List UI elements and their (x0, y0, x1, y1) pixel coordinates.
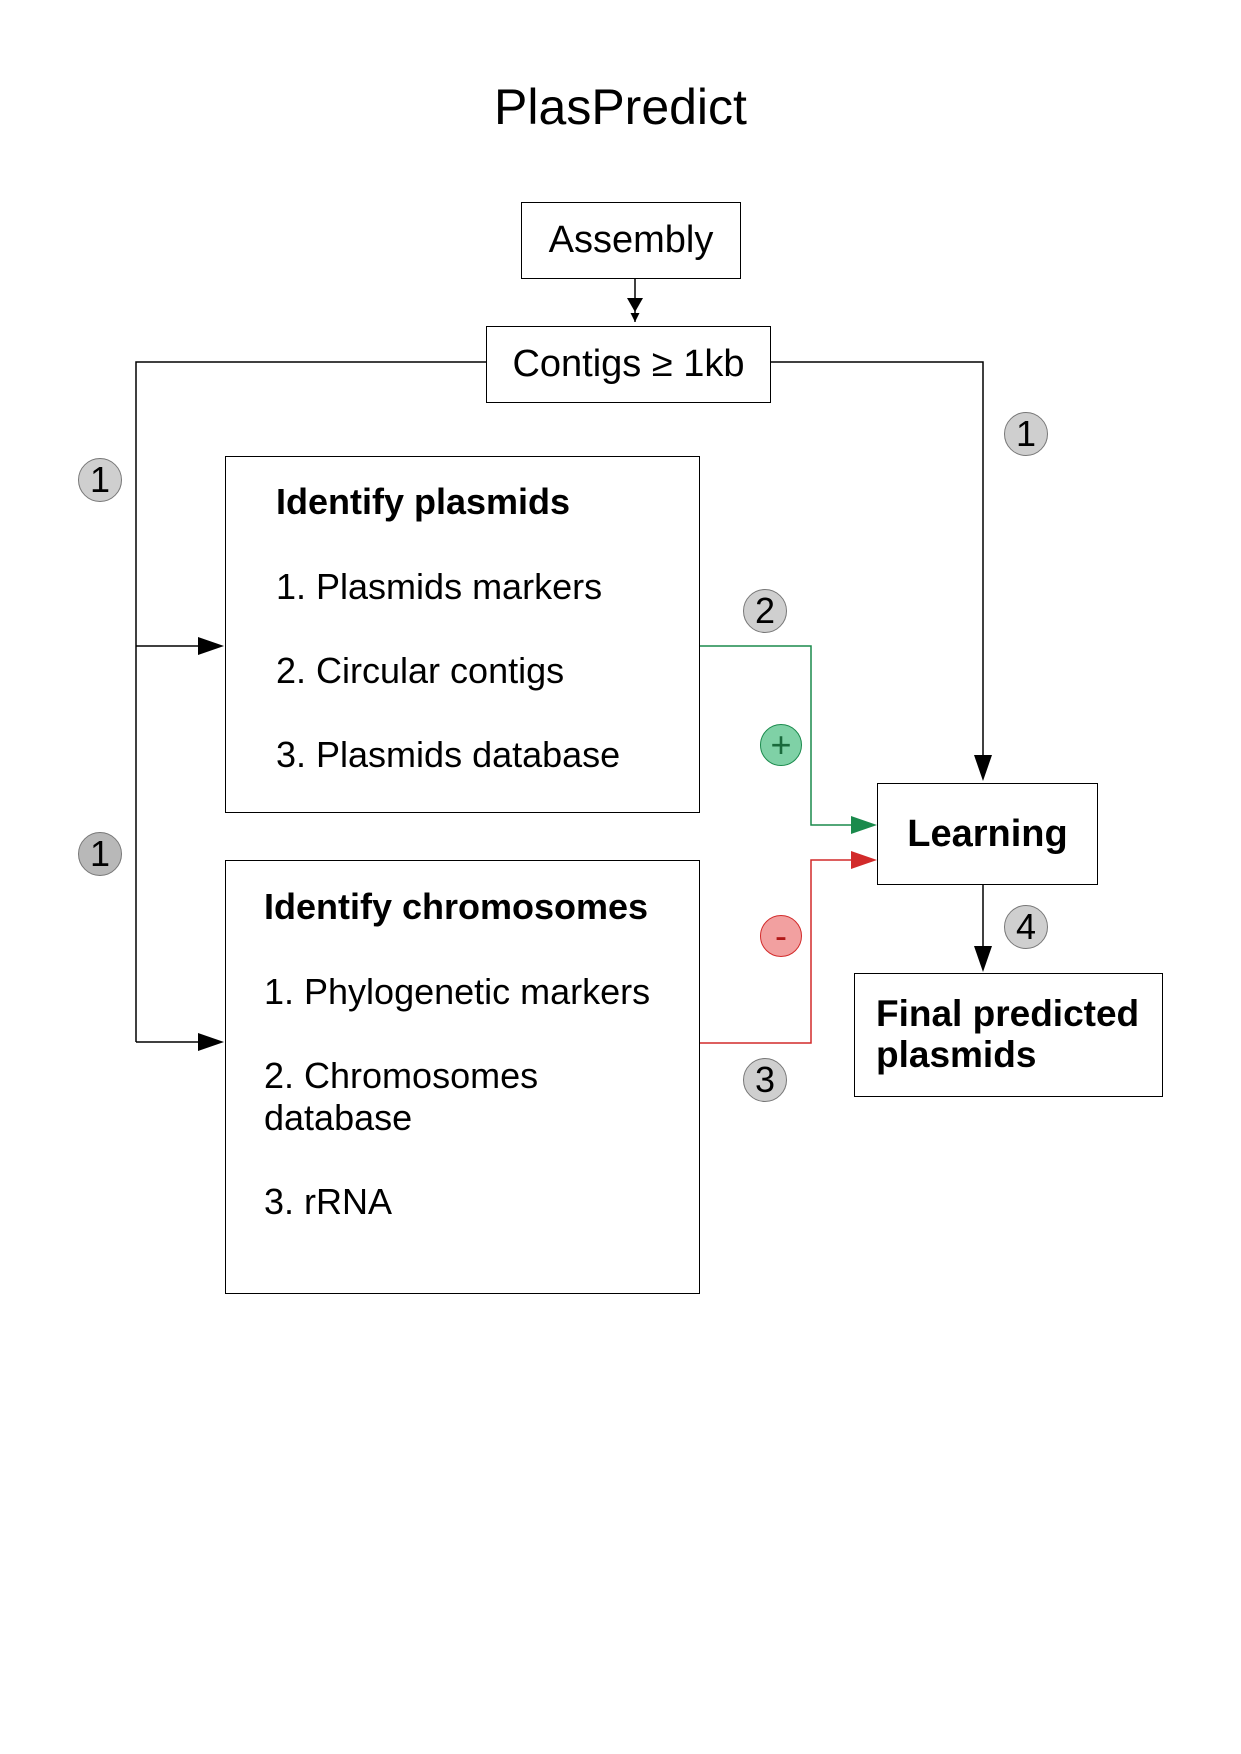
identify-plasmids-item-2: 2. Circular contigs (276, 650, 565, 691)
step-badge-3: 3 (743, 1058, 787, 1102)
edge-plasmids-learning (699, 645, 858, 826)
edge-contigs-left (135, 361, 486, 1042)
identify-chromosomes-item-2-cont: database (264, 1097, 413, 1138)
learning-node: Learning (877, 783, 1098, 885)
edge-chromosomes-learning (699, 859, 858, 1044)
step-badge-left-bottom: 1 (78, 832, 122, 876)
identify-plasmids-item-3: 3. Plasmids database (276, 734, 621, 775)
contigs-label: Contigs ≥ 1kb (512, 343, 745, 385)
step-badge-left-top: 1 (78, 458, 122, 502)
identify-plasmids-item-1: 1. Plasmids markers (276, 566, 603, 607)
identify-chromosomes-item-1: 1. Phylogenetic markers (264, 971, 651, 1012)
identify-chromosomes-item-3: 3. rRNA (264, 1181, 393, 1222)
identify-chromosomes-item-2: 2. Chromosomes (264, 1055, 539, 1096)
final-predicted-plasmids-node: Final predicted plasmids (854, 973, 1163, 1097)
step-badge-2: 2 (743, 589, 787, 633)
diagram-title: PlasPredict (494, 79, 747, 135)
assembly-label: Assembly (548, 219, 714, 261)
step-badge-right: 1 (1004, 412, 1048, 456)
identify-plasmids-heading: Identify plasmids (276, 481, 571, 522)
learning-label: Learning (907, 812, 1068, 855)
edge-contigs-learning (770, 361, 984, 760)
step-badge-4: 4 (1004, 905, 1048, 949)
identify-chromosomes-node: Identify chromosomes 1. Phylogenetic mar… (225, 860, 700, 1294)
contigs-node: Contigs ≥ 1kb (486, 326, 771, 403)
assembly-node: Assembly (521, 202, 741, 279)
final-label-line-1: Final predicted (876, 993, 1140, 1034)
negative-sign-badge: - (760, 915, 802, 957)
final-label-line-2: plasmids (876, 1034, 1037, 1075)
positive-sign-badge: + (760, 724, 802, 766)
identify-chromosomes-heading: Identify chromosomes (264, 886, 649, 927)
identify-plasmids-node: Identify plasmids 1. Plasmids markers 2.… (225, 456, 700, 813)
